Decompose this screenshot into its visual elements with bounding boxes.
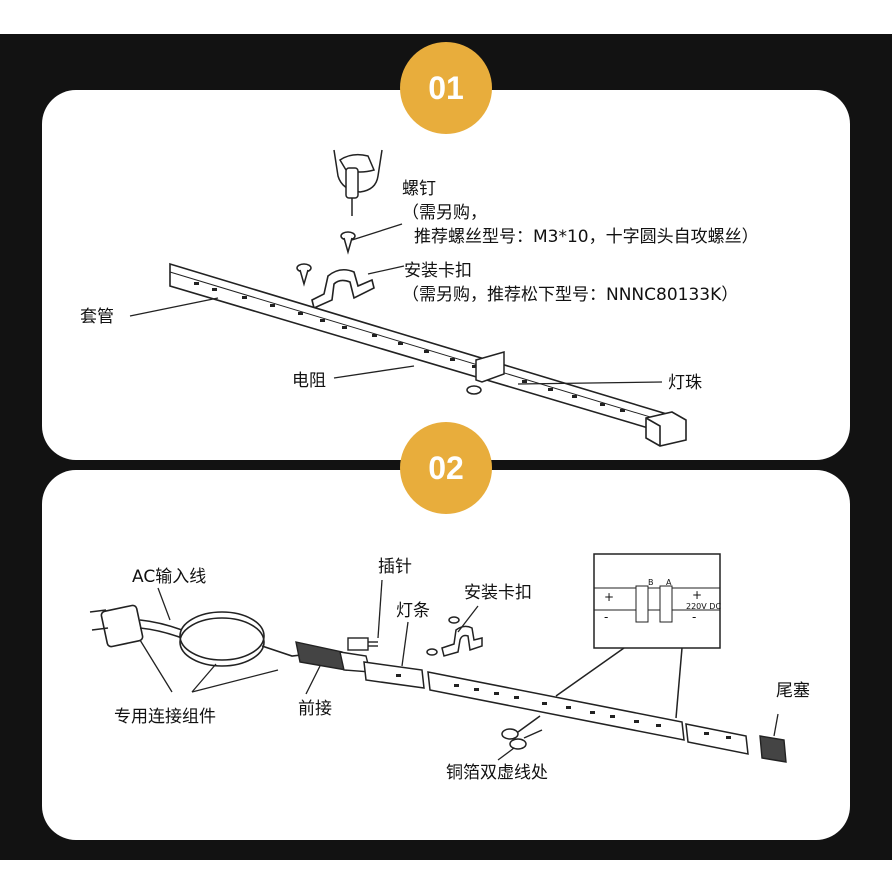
sleeve-label: 套管 [80,307,114,327]
inset-minus-right: - [692,610,697,624]
clip-label: 安装卡扣 [464,583,532,603]
screw-icon [296,263,312,287]
step-badge-1: 01 [400,42,492,134]
controller-box-icon [179,611,311,667]
clip-icon [426,616,483,657]
leader-lines [139,579,779,761]
resistor-label: 电阻 [292,371,326,391]
inset-plus-right: + [692,588,703,602]
led-strip [363,661,749,755]
pin-connector-icon [347,637,378,651]
dedicated-kit-label: 专用连接组件 [114,707,216,727]
end-cap-label: 尾塞 [776,681,810,701]
step2-illustration [89,553,787,763]
clip-title: 安装卡扣 [404,261,472,281]
ac-cable-label: AC输入线 [132,567,207,587]
led-dots [396,674,731,739]
screw-icon [340,231,356,255]
mounted-clip-icon [466,351,505,395]
front-connector-label: 前接 [298,699,332,719]
screw-note-1: （需另购， [402,203,487,223]
screw-title: 螺钉 [402,179,436,199]
clip-icon [311,268,375,310]
pin-label: 插针 [378,557,412,577]
step1-panel: 螺钉 （需另购， 推荐螺丝型号：M3*10，十字圆头自攻螺丝） 安装卡扣 （需另… [42,90,850,460]
step1-illustration [129,149,687,447]
hand-screwdriver-icon [333,149,383,216]
scissors-icon [501,715,543,750]
strip-label: 灯条 [396,601,430,621]
cut-point-label: 铜箔双虚线处 [446,763,548,783]
front-connector-icon [295,641,371,673]
inset-plus-left: + [604,590,615,604]
inset-a: A [666,578,672,587]
inset-voltage: 220V DC [686,602,722,611]
step2-panel: AC输入线 插针 灯条 安装卡扣 尾塞 前接 专用连接组件 铜箔双虚线处 + -… [42,470,850,840]
terminal-inset [555,553,721,719]
inset-minus-left: - [604,610,609,624]
led-label: 灯珠 [668,373,702,393]
end-cap-icon [759,735,787,763]
plug-icon [89,604,183,648]
clip-note: （需另购，推荐松下型号：NNNC80133K） [402,285,739,305]
inset-b: B [648,578,654,587]
screw-note-2: 推荐螺丝型号：M3*10，十字圆头自攻螺丝） [414,227,759,247]
step-badge-2: 02 [400,422,492,514]
leader-lines [129,223,663,385]
